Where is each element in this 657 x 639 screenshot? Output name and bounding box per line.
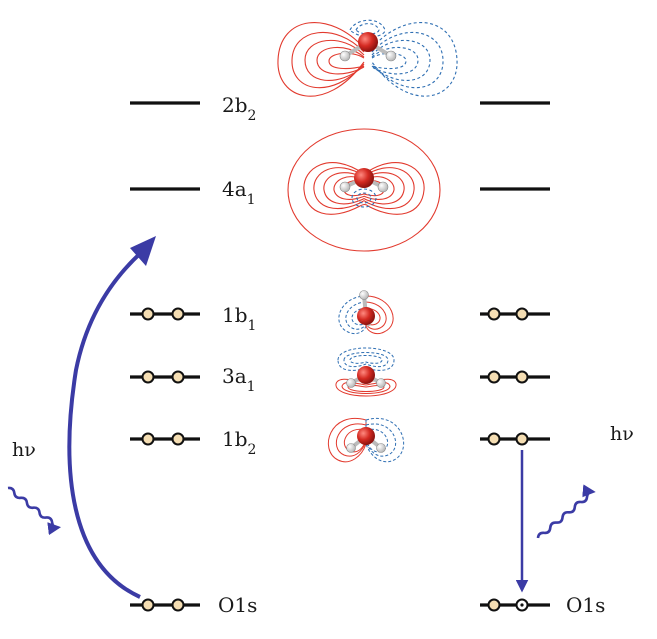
core-hole-center (520, 603, 524, 607)
energy-levels (130, 101, 550, 612)
level-label-4a1: 4a1 (222, 177, 256, 208)
incoming-photon-wave (7, 486, 62, 536)
electron (141, 307, 155, 321)
level-label-3a1: 3a1 (222, 364, 256, 395)
level-label-1b1: 1b1 (222, 303, 256, 334)
electron (141, 598, 155, 612)
level-label-o1s-right: O1s (566, 593, 605, 617)
orbital-plot-1b2 (327, 417, 405, 463)
electron (171, 598, 185, 612)
orbital-plot-1b1 (338, 290, 394, 335)
electron (171, 307, 185, 321)
emitted-photon-wave (536, 484, 596, 539)
excitation-arrow (67, 248, 146, 599)
electron (487, 370, 501, 384)
electron (141, 370, 155, 384)
electron (171, 432, 185, 446)
orbital-plot-3a1 (335, 347, 397, 397)
electron (487, 307, 501, 321)
electron (487, 432, 501, 446)
incoming-photon-label: hν (12, 439, 36, 461)
electron (515, 307, 529, 321)
orbital-plot-2b2 (277, 19, 458, 97)
level-label-1b2: 1b2 (222, 427, 256, 458)
electron (515, 370, 529, 384)
orbital-plot-4a1 (287, 128, 441, 252)
electron (487, 598, 501, 612)
electron (515, 432, 529, 446)
electron (141, 432, 155, 446)
level-label-2b2: 2b2 (222, 93, 256, 124)
electron (171, 370, 185, 384)
excitation-arrow-head (130, 236, 156, 266)
emitted-photon-label: hν (610, 423, 634, 445)
level-label-o1s-left: O1s (218, 593, 257, 617)
